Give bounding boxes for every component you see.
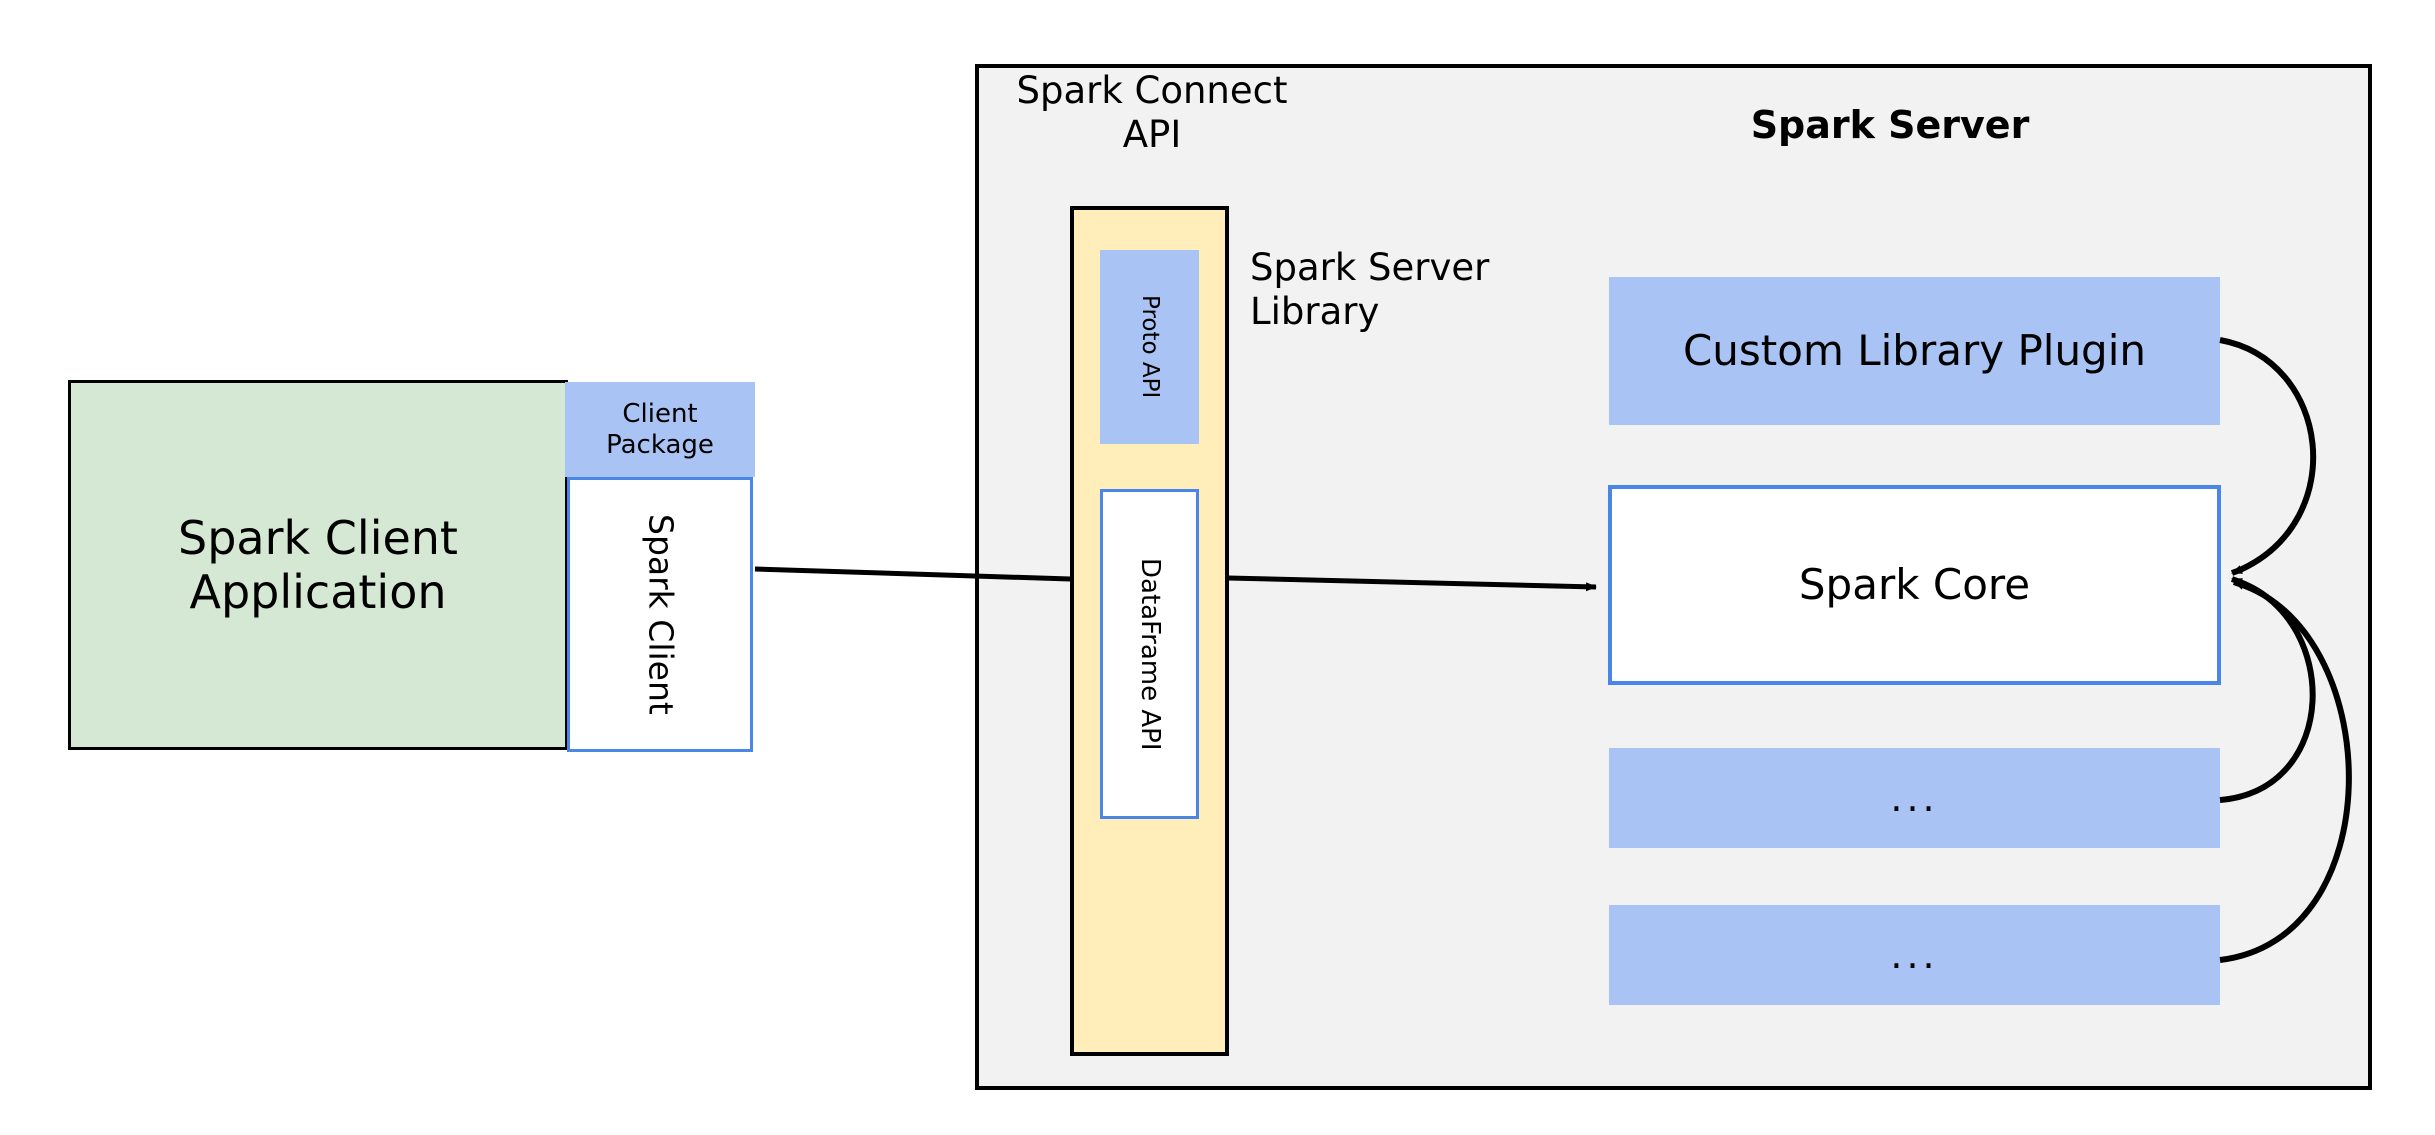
ellipsis-box-2[interactable]: ...: [1609, 905, 2220, 1005]
custom-library-plugin-box[interactable]: Custom Library Plugin: [1609, 277, 2220, 425]
spark-client-application-box[interactable]: Spark Client Application: [68, 380, 568, 750]
dataframe-api-box[interactable]: DataFrame API: [1100, 489, 1199, 819]
dataframe-api-label: DataFrame API: [1134, 557, 1165, 751]
spark-connect-api-label: Spark Connect API: [1002, 68, 1302, 158]
spark-core-label: Spark Core: [1798, 560, 2031, 610]
spark-server-title: Spark Server: [1680, 100, 2100, 150]
spark-client-label: Spark Client: [641, 514, 681, 715]
spark-server-title-label: Spark Server: [1750, 102, 2030, 147]
spark-connect-api-label-text: Spark Connect API: [1016, 69, 1288, 156]
spark-server-library-label-text: Spark Server Library: [1250, 246, 1490, 333]
ellipsis-box-1-label: ...: [1890, 775, 1939, 820]
spark-core-box[interactable]: Spark Core: [1608, 485, 2221, 685]
ellipsis-box-2-label: ...: [1890, 932, 1939, 977]
client-package-box[interactable]: Client Package: [565, 382, 755, 477]
spark-client-box[interactable]: Spark Client: [567, 477, 753, 752]
custom-library-plugin-label: Custom Library Plugin: [1682, 326, 2147, 376]
ellipsis-box-1[interactable]: ...: [1609, 748, 2220, 848]
spark-server-library-label: Spark Server Library: [1250, 245, 1580, 335]
client-package-label: Client Package: [606, 398, 714, 460]
proto-api-label: Proto API: [1137, 295, 1164, 399]
proto-api-box[interactable]: Proto API: [1100, 250, 1199, 444]
spark-client-application-label: Spark Client Application: [178, 510, 458, 619]
